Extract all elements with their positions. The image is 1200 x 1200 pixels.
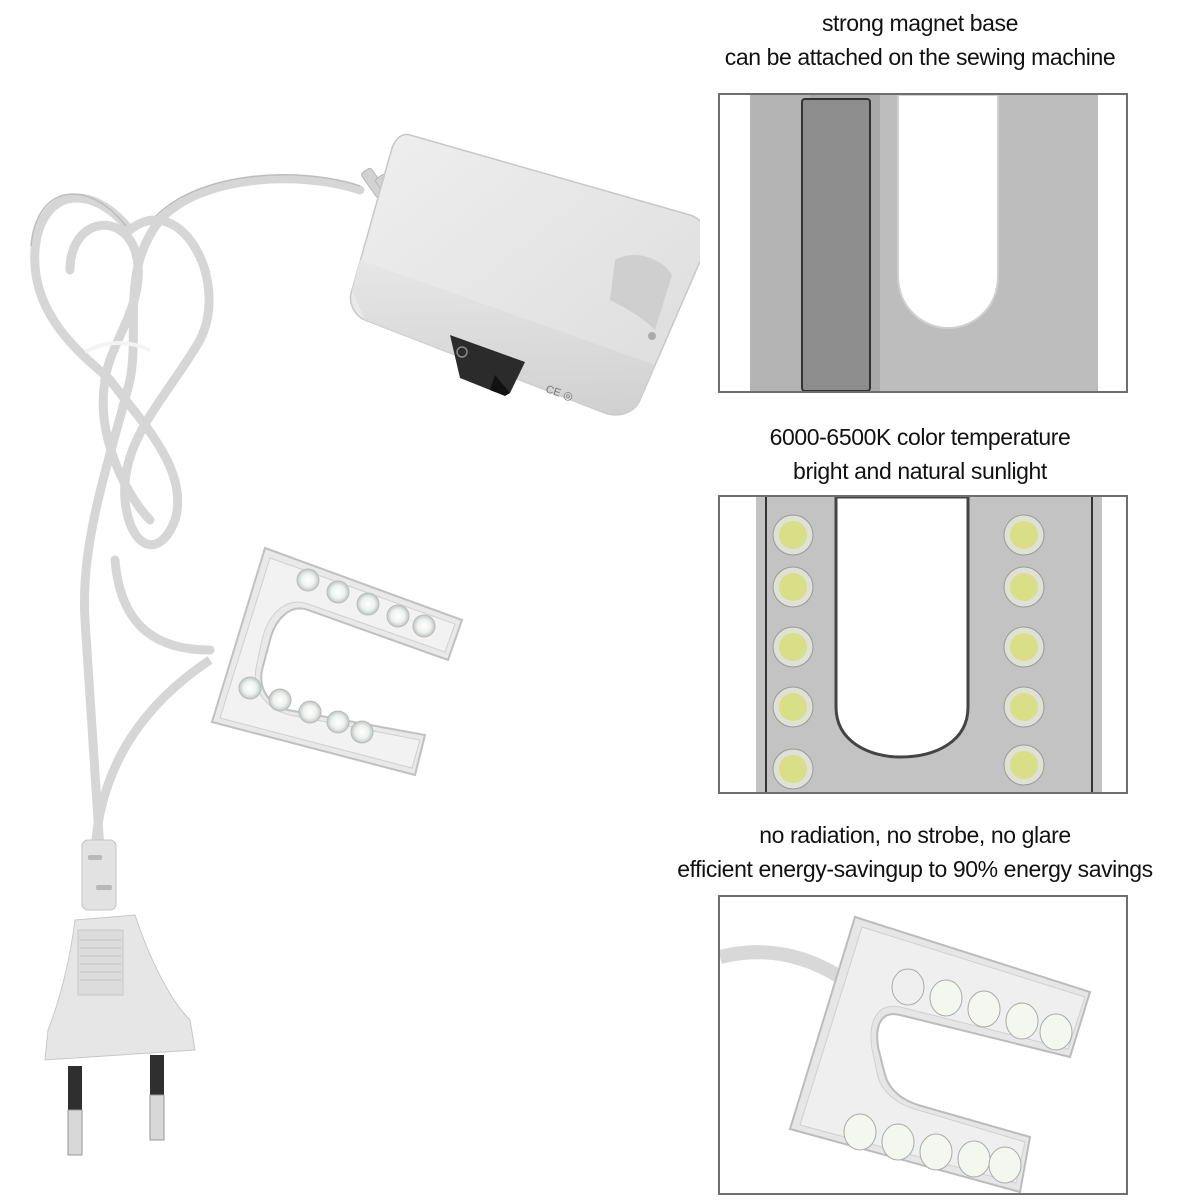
caption-line: can be attached on the sewing machine xyxy=(724,44,1116,70)
cable-tie xyxy=(84,340,151,354)
magnet-bar xyxy=(801,98,871,391)
switch-box: CE ◎ xyxy=(349,133,700,416)
magnet-base-closeup xyxy=(718,93,1128,393)
rocker-switch xyxy=(450,335,525,396)
led-array-closeup xyxy=(718,495,1128,794)
lamp-head xyxy=(90,546,464,853)
led-row-bottom xyxy=(238,676,374,744)
feature-caption-color-temp: 6000-6500K color temperature bright and … xyxy=(690,420,1150,488)
power-cable xyxy=(30,174,365,855)
led-row-top xyxy=(891,968,1073,1051)
caption-line: efficient energy-savingup to 90% energy … xyxy=(677,856,1153,882)
feature-caption-magnet: strong magnet base can be attached on th… xyxy=(690,6,1150,74)
led-column-right xyxy=(1003,514,1045,786)
led-row-top xyxy=(296,568,436,638)
product-illustration: CE ◎ xyxy=(30,133,700,1156)
caption-line: strong magnet base xyxy=(821,10,1019,36)
led-row-bottom xyxy=(843,1113,1022,1184)
eu-plug xyxy=(44,839,196,1156)
feature-caption-energy: no radiation, no strobe, no glare effici… xyxy=(640,818,1190,886)
caption-line: 6000-6500K color temperature xyxy=(769,424,1071,450)
caption-line: bright and natural sunlight xyxy=(793,458,1047,484)
led-column-left xyxy=(772,514,814,790)
caption-line: no radiation, no strobe, no glare xyxy=(759,822,1071,848)
product-photo: CE ◎ xyxy=(30,133,700,1156)
lamp-head-closeup xyxy=(718,895,1128,1195)
